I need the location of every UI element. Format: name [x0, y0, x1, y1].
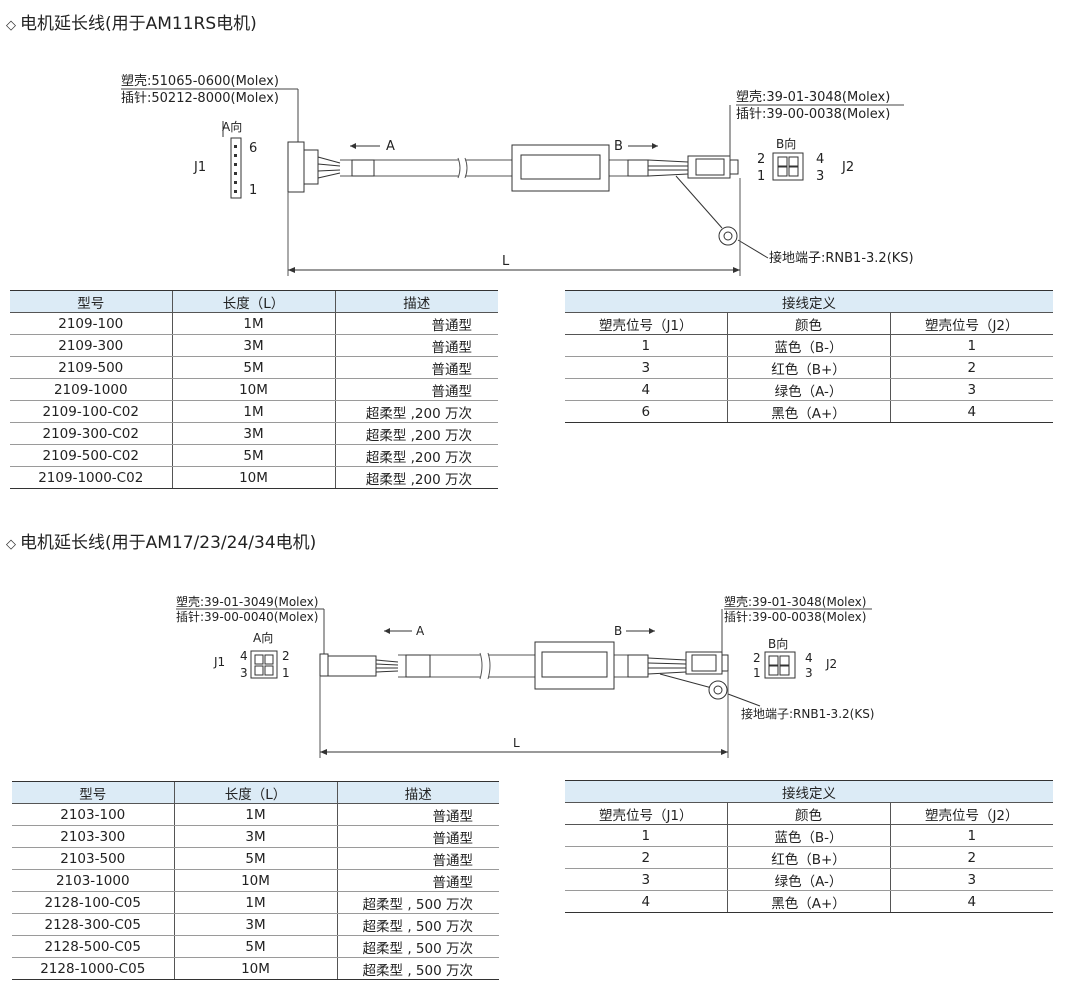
j2-label: J2 [841, 160, 854, 175]
svg-text:1: 1 [282, 666, 290, 680]
view-a-label: A向 [222, 119, 242, 134]
cable-diagram: 塑壳:51065-0600(Molex) 插针:50212-8000(Molex… [121, 74, 914, 276]
svg-text:3: 3 [805, 666, 813, 680]
section-title: ◇电机延长线(用于AM17/23/24/34电机) [6, 533, 317, 553]
housing-j1-label: 塑壳:39-01-3049(Molex) [176, 594, 318, 609]
wiring-table-title: 接线定义 [565, 780, 1053, 803]
housing-j1-label: 塑壳:51065-0600(Molex) [121, 74, 279, 89]
arrow-a-label: A [416, 624, 425, 638]
arrow-b-label: B [614, 139, 623, 154]
length-label: L [502, 254, 510, 269]
svg-text:3: 3 [816, 169, 824, 184]
pin-j1-label: 插针:39-00-0040(Molex) [176, 609, 318, 624]
ground-label: 接地端子:RNB1-3.2(KS) [741, 706, 875, 721]
j1-label: J1 [193, 160, 206, 175]
svg-text:1: 1 [249, 183, 257, 198]
svg-text:6: 6 [249, 141, 257, 156]
section-title: ◇电机延长线(用于AM11RS电机) [6, 14, 257, 34]
j1-connector [287, 141, 305, 193]
pin-j2-label: 插针:39-00-0038(Molex) [724, 609, 866, 624]
svg-text:2: 2 [282, 649, 290, 663]
view-b-label: B向 [768, 636, 788, 651]
view-a-label: A向 [253, 630, 273, 645]
housing-j2-label: 塑壳:39-01-3048(Molex) [724, 594, 866, 609]
view-b-label: B向 [776, 136, 796, 151]
ground-label: 接地端子:RNB1-3.2(KS) [769, 250, 914, 266]
svg-text:4: 4 [816, 152, 824, 167]
length-label: L [513, 736, 520, 750]
svg-text:1: 1 [753, 666, 761, 680]
cable-diagram: 塑壳:39-01-3049(Molex) 插针:39-00-0040(Molex… [176, 594, 875, 758]
wiring-table-title: 接线定义 [565, 290, 1053, 313]
svg-text:2: 2 [757, 152, 765, 167]
pin-j1-label: 插针:50212-8000(Molex) [121, 91, 279, 106]
svg-text:4: 4 [805, 651, 813, 665]
j2-label: J2 [825, 657, 837, 671]
housing-j2-label: 塑壳:39-01-3048(Molex) [736, 90, 890, 105]
svg-text:4: 4 [240, 649, 248, 663]
arrow-a-label: A [386, 139, 395, 154]
svg-text:1: 1 [757, 169, 765, 184]
j1-face [230, 137, 242, 199]
j1-label: J1 [213, 655, 225, 669]
diamond-icon: ◇ [6, 537, 16, 552]
pin-j2-label: 插针:39-00-0038(Molex) [736, 107, 890, 122]
j1-connector [319, 653, 329, 677]
diamond-icon: ◇ [6, 18, 16, 33]
svg-text:2: 2 [753, 651, 761, 665]
arrow-b-label: B [614, 624, 622, 638]
svg-text:3: 3 [240, 666, 248, 680]
